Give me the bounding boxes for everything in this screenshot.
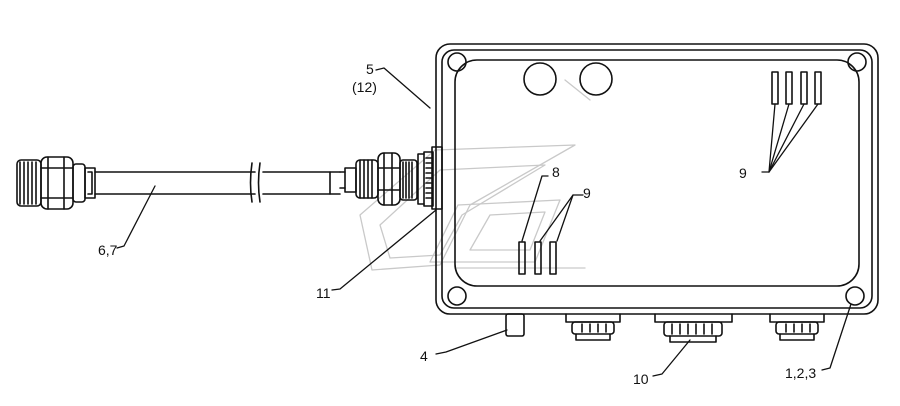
- callout-5: 5: [366, 61, 374, 77]
- callout-10: 10: [633, 371, 649, 387]
- cable-connector-left: [16, 156, 96, 210]
- callout-8: 8: [552, 164, 560, 180]
- callout-12: (12): [352, 79, 377, 95]
- bottom-connector-left: [565, 313, 621, 341]
- blank-plug-left: [523, 62, 557, 96]
- blank-plug-right: [579, 62, 613, 96]
- callout-9-bottom: 9: [583, 185, 591, 201]
- bottom-connector-center: [654, 313, 733, 343]
- marker-strips-bottom: [518, 241, 557, 275]
- leader-lines: [116, 67, 852, 377]
- cable-connector-right: [339, 152, 418, 206]
- callout-11: 11: [316, 285, 331, 301]
- bottom-connector-right: [769, 313, 825, 341]
- callout-1-2-3: 1,2,3: [785, 365, 817, 381]
- callout-4: 4: [420, 348, 428, 364]
- vent-plug: [505, 313, 525, 337]
- corner-holes: [447, 52, 867, 306]
- marker-strips-top: [771, 71, 822, 105]
- callout-6-7: 6,7: [98, 242, 118, 258]
- watermark-logo: [359, 79, 591, 271]
- cable: [94, 162, 341, 203]
- callout-9-top: 9: [739, 165, 747, 181]
- cable-gland: [417, 146, 443, 210]
- junction-box: [435, 43, 879, 315]
